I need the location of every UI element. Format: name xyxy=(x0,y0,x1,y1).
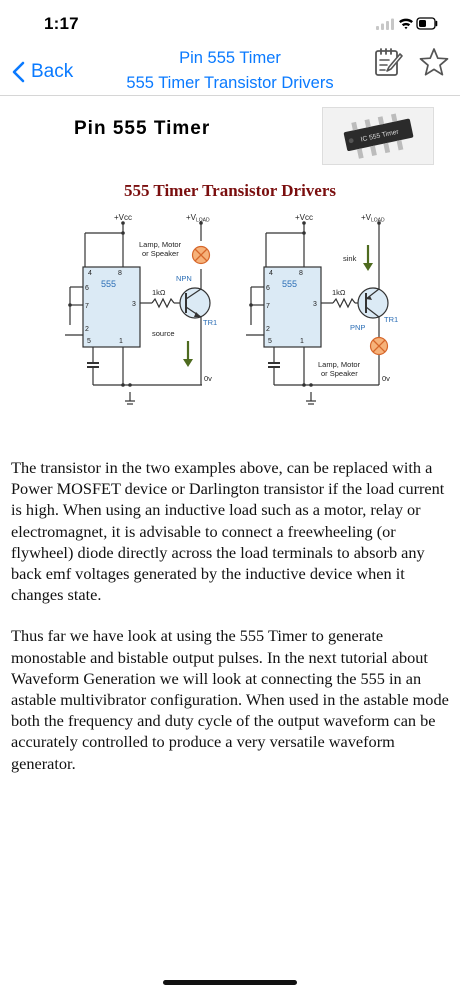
nav-title-line1: Pin 555 Timer xyxy=(179,49,281,67)
left-transistor xyxy=(179,287,211,319)
wifi-icon xyxy=(399,18,413,30)
circuit-diagram: +Vcc +VLOAD Lamp, Motor or Speaker NPN 1… xyxy=(65,213,398,405)
status-icons xyxy=(376,17,438,30)
figure-title: 555 Timer Transistor Drivers xyxy=(123,181,337,200)
left-pin-7: 7 xyxy=(85,303,89,310)
right-transistor-label: TR1 xyxy=(384,315,398,324)
left-source-arrow xyxy=(183,341,193,367)
right-555-chip xyxy=(263,266,322,348)
left-pin-4: 4 xyxy=(88,270,92,277)
page-heading: Pin 555 Timer xyxy=(74,118,211,139)
right-current-label: sink xyxy=(343,254,357,263)
left-pin-2: 2 xyxy=(85,326,89,333)
battery-icon xyxy=(416,17,438,30)
right-pin-1: 1 xyxy=(300,338,304,345)
star-icon[interactable] xyxy=(418,47,450,77)
left-current-label: source xyxy=(152,329,175,338)
left-pin-5: 5 xyxy=(87,338,91,345)
right-resistor-label: 1kΩ xyxy=(332,288,346,297)
left-load-label-2: or Speaker xyxy=(142,249,179,258)
right-pin-3: 3 xyxy=(313,301,317,308)
back-label: Back xyxy=(31,61,74,82)
navigation-bar: Back Pin 555 Timer 555 Timer Transistor … xyxy=(0,44,460,96)
article-paragraph: The transistor in the two examples above… xyxy=(11,458,445,605)
left-pin-8: 8 xyxy=(118,270,122,277)
status-bar: 1:17 xyxy=(0,0,460,44)
right-pin-6: 6 xyxy=(266,285,270,292)
left-pin-1: 1 xyxy=(119,338,123,345)
left-vcc-label: +Vcc xyxy=(114,213,132,222)
left-555-chip xyxy=(82,266,141,348)
right-vcc-label: +Vcc xyxy=(295,213,313,222)
edit-note-icon[interactable] xyxy=(372,46,404,78)
article-body: The transistor in the two examples above… xyxy=(11,457,451,794)
right-load-label-2: or Speaker xyxy=(321,369,358,378)
right-ground-label: 0v xyxy=(382,374,390,383)
left-transistor-type: NPN xyxy=(176,274,192,283)
right-load-label-1: Lamp, Motor xyxy=(318,360,361,369)
back-chevron-icon xyxy=(12,61,25,83)
right-transistor-type: PNP xyxy=(350,323,365,332)
right-transistor xyxy=(357,287,389,319)
back-button[interactable]: Back xyxy=(12,58,73,86)
right-lamp-icon xyxy=(369,336,389,356)
signal-icon xyxy=(376,18,394,30)
nav-title: Pin 555 Timer 555 Timer Transistor Drive… xyxy=(100,46,360,96)
right-pin-2: 2 xyxy=(266,326,270,333)
status-time: 1:17 xyxy=(44,14,79,33)
left-pin-6: 6 xyxy=(85,285,89,292)
left-resistor-label: 1kΩ xyxy=(152,288,166,297)
left-ground-label: 0v xyxy=(204,374,212,383)
ic-555-chip-image: IC 555 Timer xyxy=(322,107,434,165)
header-row: Pin 555 Timer IC 555 Timer xyxy=(0,97,460,167)
nav-title-line2: 555 Timer Transistor Drivers xyxy=(126,74,334,92)
right-vload-label: +VLOAD xyxy=(361,213,385,224)
article-paragraph: Thus far we have look at using the 555 T… xyxy=(11,626,449,773)
right-pin-8: 8 xyxy=(299,270,303,277)
right-pin-4: 4 xyxy=(269,270,273,277)
left-chip-label: 555 xyxy=(101,279,116,289)
content-area: Pin 555 Timer IC 555 Timer 555 xyxy=(0,97,460,773)
left-vload-label: +VLOAD xyxy=(186,213,210,224)
right-chip-label: 555 xyxy=(282,279,297,289)
right-pin-5: 5 xyxy=(268,338,272,345)
left-load-label-1: Lamp, Motor xyxy=(139,240,182,249)
left-lamp-icon xyxy=(191,245,211,265)
home-indicator[interactable] xyxy=(163,980,297,985)
left-pin-3: 3 xyxy=(132,301,136,308)
right-sink-arrow xyxy=(363,245,373,271)
right-pin-7: 7 xyxy=(266,303,270,310)
left-transistor-label: TR1 xyxy=(203,318,217,327)
right-circuit xyxy=(246,223,380,405)
